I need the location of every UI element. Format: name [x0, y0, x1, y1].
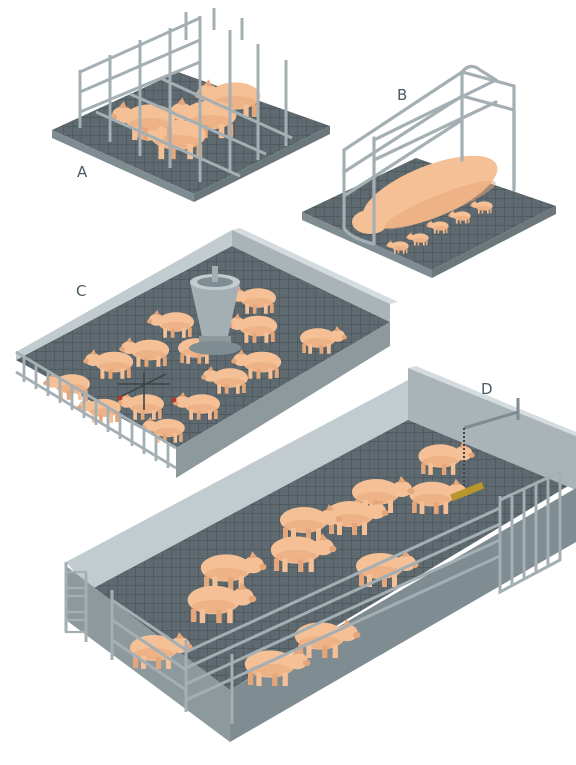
- panel-c-back-wall: [16, 230, 232, 360]
- panel-a-stalls: [52, 8, 330, 202]
- panel-d-side-wall: [408, 368, 576, 490]
- panel-d-right-wall: [230, 488, 576, 742]
- panel-c-front-railing: [15, 350, 177, 470]
- panel-c-label: C: [76, 282, 87, 300]
- panel-d-back-wall: [66, 380, 408, 590]
- panel-b-crate-bars: [342, 64, 516, 246]
- panel-b-label: B: [397, 86, 408, 104]
- panel-c-feeder: [189, 266, 241, 355]
- panel-d-front-railing: [64, 496, 502, 724]
- panel-d-label: D: [481, 380, 493, 398]
- panel-b-sow: [352, 155, 498, 234]
- panel-b-farrowing-crate: [302, 64, 556, 278]
- panel-c-drinker: [117, 372, 177, 410]
- panel-d-enrichment-chain: [450, 398, 520, 502]
- panel-a-stall-bars: [78, 8, 293, 182]
- panel-c-right-wall: [176, 322, 390, 478]
- panel-d-large-pen: [64, 366, 576, 742]
- panel-c-group-pen: [15, 228, 398, 478]
- panel-a-label: A: [77, 163, 88, 181]
